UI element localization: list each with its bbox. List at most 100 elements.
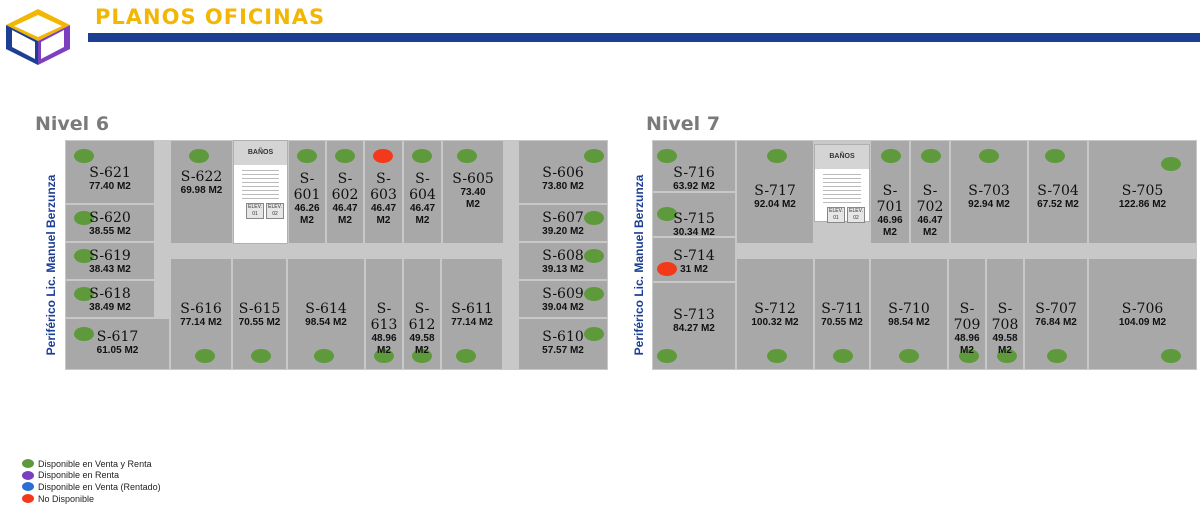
unit-area: 49.58 M2	[992, 333, 1018, 356]
status-dot-icon	[1047, 349, 1067, 363]
status-dot-icon	[195, 349, 215, 363]
status-dot-icon	[412, 349, 432, 363]
unit-area: 98.54 M2	[305, 317, 347, 328]
service-core: BAÑOS ELEV. 01 ELEV. 02	[233, 140, 288, 244]
unit-area: 77.40 M2	[89, 181, 131, 192]
status-dot-icon	[335, 149, 355, 163]
unit-area: 48.96 M2	[371, 333, 397, 356]
status-dot-icon	[997, 349, 1017, 363]
level-6-title: Nivel 6	[35, 113, 110, 135]
header-bar	[88, 33, 1200, 42]
status-dot-icon	[979, 149, 999, 163]
logo-cube-icon	[6, 9, 70, 65]
unit-code: S-711	[821, 301, 863, 317]
unit-code: S-601	[293, 171, 321, 203]
status-dot-icon	[657, 262, 677, 276]
unit-code: S-615	[238, 301, 281, 317]
unit-area: 98.54 M2	[888, 317, 930, 328]
unit-area: 46.47 M2	[370, 203, 397, 226]
unit-area: 57.57 M2	[542, 345, 584, 356]
unit-area: 38.49 M2	[89, 302, 131, 313]
unit-area: 69.98 M2	[180, 185, 223, 196]
unit-area: 77.14 M2	[451, 317, 493, 328]
unit-code: S-621	[89, 165, 131, 181]
legend-label: No Disponible	[38, 493, 95, 504]
status-dot-icon	[374, 349, 394, 363]
unit-code: S-622	[180, 169, 223, 185]
status-dot-icon	[189, 149, 209, 163]
legend-label: Disponible en Venta y Renta	[38, 458, 152, 469]
unit-area: 38.55 M2	[89, 226, 131, 237]
unit-area: 39.04 M2	[542, 302, 584, 313]
unit-area: 70.55 M2	[821, 317, 863, 328]
bathrooms-label: BAÑOS	[815, 145, 869, 169]
unit-area: 30.34 M2	[673, 227, 715, 238]
unit-code: S-717	[754, 183, 796, 199]
status-dot-icon	[74, 327, 94, 341]
unit-area: 61.05 M2	[96, 345, 139, 356]
unit-code: S-604	[409, 171, 436, 203]
unit-area: 92.94 M2	[968, 199, 1010, 210]
status-dot-icon	[921, 149, 941, 163]
status-dot-icon	[584, 211, 604, 225]
status-dot-icon	[767, 349, 787, 363]
bathrooms-label: BAÑOS	[234, 141, 287, 165]
status-dot-icon	[584, 287, 604, 301]
unit-code: S-616	[180, 301, 222, 317]
unit-area: 63.92 M2	[673, 181, 715, 192]
legend-item: Disponible en Venta (Rentado)	[22, 481, 161, 493]
elevator-1-icon: ELEV. 01	[246, 203, 264, 219]
unit-code: S-710	[888, 301, 930, 317]
unit-area: 76.84 M2	[1035, 317, 1077, 328]
unit-area: 70.55 M2	[238, 317, 281, 328]
elevator-2-icon: ELEV. 02	[266, 203, 284, 219]
unit-code: S-607	[542, 210, 584, 226]
status-dot-icon	[657, 149, 677, 163]
unit-code: S-712	[754, 301, 796, 317]
unit-code: S-605	[452, 171, 494, 187]
legend-dot-icon	[22, 494, 34, 504]
status-dot-icon	[584, 149, 604, 163]
unit-code: S-702	[916, 183, 944, 215]
